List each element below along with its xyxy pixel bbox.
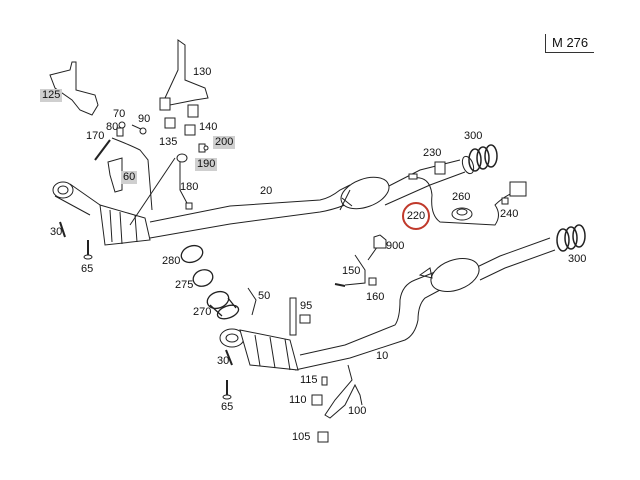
part-label-65-upper[interactable]: 65	[81, 263, 94, 275]
part-label-240[interactable]: 240	[500, 208, 519, 220]
connector-240	[501, 181, 527, 205]
part-label-300-lower[interactable]: 300	[568, 253, 587, 265]
part-label-105[interactable]: 105	[292, 431, 311, 443]
bracket-130	[159, 39, 209, 136]
upper-end-pipe	[461, 155, 475, 175]
bolts-upper	[59, 221, 93, 260]
sensor-170	[94, 137, 153, 211]
part-label-125[interactable]: 125	[40, 89, 63, 102]
part-label-300-upper[interactable]: 300	[464, 130, 483, 142]
clamp-300-upper	[468, 144, 498, 172]
part-label-900[interactable]: 900	[386, 240, 405, 252]
part-label-160[interactable]: 160	[366, 291, 385, 303]
bracket-60	[107, 157, 123, 193]
part-label-280[interactable]: 280	[162, 255, 181, 267]
part-label-30-upper[interactable]: 30	[50, 226, 63, 238]
part-label-10[interactable]: 10	[376, 350, 389, 362]
upper-mid-muffler	[339, 176, 390, 211]
sensor-220-wire	[408, 173, 521, 226]
part-label-275[interactable]: 275	[175, 279, 194, 291]
part-label-50[interactable]: 50	[258, 290, 271, 302]
grommet-260	[451, 207, 473, 221]
clip-230	[434, 161, 446, 175]
part-label-90[interactable]: 90	[138, 113, 151, 125]
part-label-200[interactable]: 200	[213, 136, 236, 149]
bolts-lower	[222, 349, 233, 400]
bracket-125	[49, 61, 99, 116]
hardware-190-200	[198, 143, 209, 153]
part-label-110[interactable]: 110	[289, 394, 307, 406]
hardware-70-80-90	[116, 121, 147, 137]
part-label-170[interactable]: 170	[86, 130, 105, 142]
part-label-60[interactable]: 60	[121, 171, 138, 184]
clamp-300-lower	[556, 224, 586, 252]
part-label-130[interactable]: 130	[193, 66, 212, 78]
part-label-140[interactable]: 140	[199, 121, 218, 133]
part-label-65-lower[interactable]: 65	[221, 401, 234, 413]
lower-mid-muffler	[418, 258, 480, 292]
part-label-80[interactable]: 80	[106, 121, 119, 133]
part-label-260[interactable]: 260	[452, 191, 471, 203]
bracket-100	[311, 364, 363, 443]
part-label-230[interactable]: 230	[423, 147, 442, 159]
part-label-150[interactable]: 150	[342, 265, 361, 277]
part-label-190[interactable]: 190	[195, 158, 218, 171]
part-label-180[interactable]: 180	[180, 181, 199, 193]
part-label-115[interactable]: 115	[300, 374, 318, 386]
part-label-20[interactable]: 20	[260, 185, 273, 197]
catalytic-converter-left	[52, 181, 151, 246]
part-label-270[interactable]: 270	[193, 306, 212, 318]
part-label-100[interactable]: 100	[348, 405, 367, 417]
engine-model-tag: M 276	[545, 34, 595, 53]
part-label-220-highlighted[interactable]: 220	[402, 202, 430, 230]
clip-50	[247, 287, 257, 316]
sensor-150	[334, 234, 387, 287]
part-label-95[interactable]: 95	[300, 300, 313, 312]
pipe-10	[294, 237, 556, 371]
sensor-180	[129, 153, 193, 226]
part-label-30-lower[interactable]: 30	[217, 355, 230, 367]
flange-parts	[180, 244, 240, 320]
bracket-95	[289, 297, 311, 336]
part-label-70[interactable]: 70	[113, 108, 126, 120]
catalytic-converter-lower	[219, 328, 299, 371]
part-label-135[interactable]: 135	[159, 136, 178, 148]
